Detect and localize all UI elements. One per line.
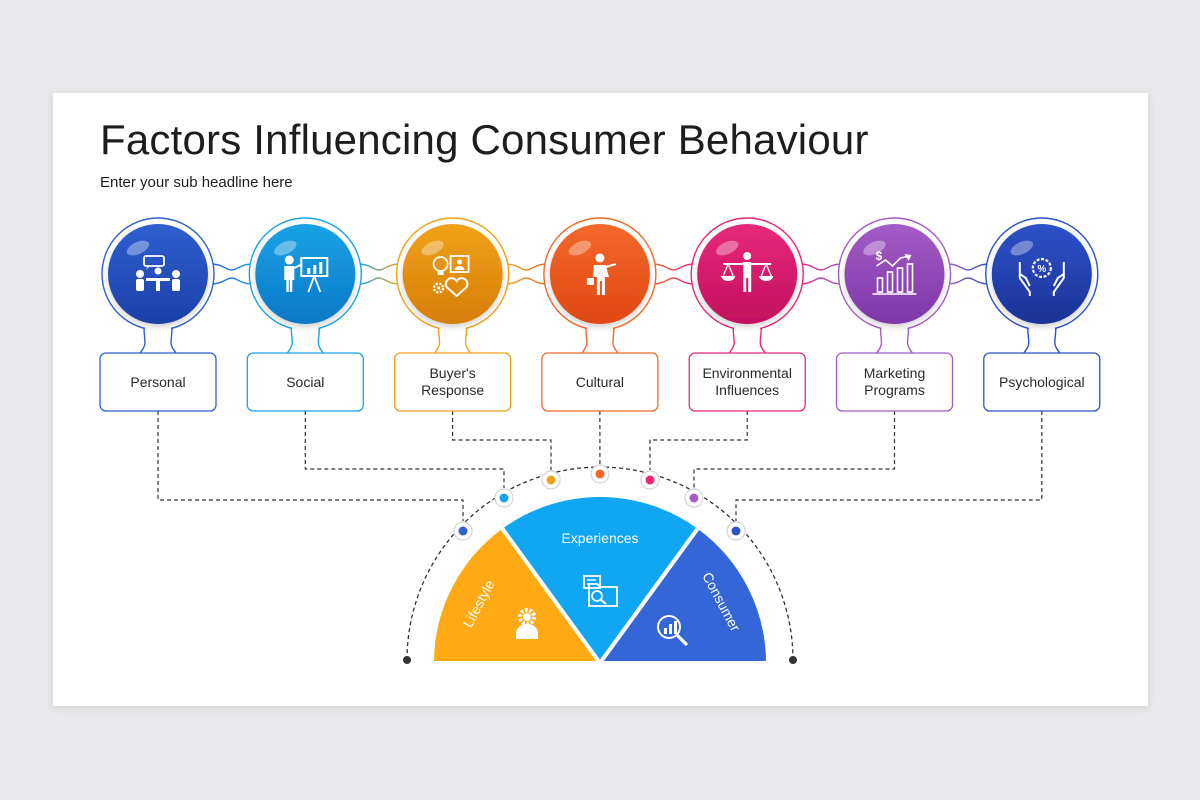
factor-label-box — [246, 352, 364, 412]
factor-node-cultural — [541, 217, 659, 412]
dashed-connector — [452, 411, 552, 470]
factor-label-marketing-programs: Marketing Programs — [863, 365, 926, 398]
gloss-highlight — [863, 240, 886, 256]
hub-dot-psychological — [726, 521, 746, 541]
factor-node-social — [246, 217, 364, 412]
gloss-highlight — [716, 240, 739, 256]
page-subtitle: Enter your sub headline here — [100, 174, 293, 191]
person-gear-icon — [516, 608, 538, 639]
page-title: Factors Influencing Consumer Behaviour — [100, 116, 869, 163]
circle-link-line — [946, 277, 990, 285]
hub-dot-buyer-s-response — [541, 470, 561, 490]
svg-text:%: % — [1037, 264, 1046, 275]
factor-stem — [286, 327, 324, 354]
factor-stem — [139, 327, 177, 354]
factor-label-buyer-s-response: Buyer's Response — [421, 365, 485, 398]
gloss-highlight — [421, 240, 444, 256]
segment-lifestyle — [430, 525, 602, 665]
factor-disc — [255, 224, 356, 324]
presentation-board-icon — [284, 255, 329, 293]
gloss-highlight — [1010, 240, 1033, 256]
factor-label-cultural: Cultural — [575, 373, 625, 390]
circle-link-line — [209, 263, 254, 271]
factor-node-environmental-influences — [688, 217, 806, 412]
gloss-highlight — [274, 240, 297, 256]
dashed-connector — [304, 411, 505, 488]
factor-label-box — [541, 352, 659, 412]
circle-link-line — [504, 263, 548, 271]
hands-percent-icon: % — [1018, 257, 1065, 296]
growth-chart-icon: $ — [872, 249, 917, 295]
factor-stem — [875, 327, 914, 354]
factor-stem — [581, 327, 619, 354]
folder-search-icon — [583, 575, 618, 607]
svg-text:$: $ — [876, 249, 883, 263]
dashed-connector — [693, 411, 896, 488]
segment-wedge — [430, 525, 602, 665]
factor-disc — [402, 224, 503, 324]
magnifier-chart-icon — [657, 615, 688, 646]
circle-link-line — [651, 263, 696, 271]
factor-stem — [434, 327, 472, 354]
factor-label-social: Social — [286, 373, 325, 390]
factor-label-psychological: Psychological — [998, 373, 1085, 390]
factor-node-marketing-programs: $ — [835, 217, 954, 412]
segment-label-experiences: Experiences — [561, 530, 638, 546]
factor-node-psychological: % — [983, 217, 1101, 412]
dashed-connector — [649, 411, 748, 470]
factor-disc — [991, 224, 1092, 324]
hub-dot-social — [494, 488, 514, 508]
gloss-highlight — [126, 240, 150, 256]
factor-node-personal — [99, 217, 217, 412]
gloss-highlight — [568, 240, 592, 256]
factor-label-personal: Personal — [130, 373, 186, 390]
factor-label-box — [835, 352, 954, 412]
factor-label-box — [983, 352, 1101, 412]
factor-label-box — [688, 352, 806, 412]
segment-consumer — [598, 525, 770, 665]
arc-end-dot — [789, 656, 797, 664]
factor-stem — [1023, 327, 1061, 354]
hub-dot-marketing-programs — [684, 488, 704, 508]
circle-link-line — [357, 263, 401, 271]
factor-stem — [728, 327, 766, 354]
hub-dot-cultural — [590, 464, 610, 484]
circle-link-line — [504, 277, 548, 285]
circle-link-line — [799, 277, 843, 285]
circle-link-line — [799, 263, 843, 271]
businesswoman-icon — [586, 253, 617, 295]
circle-link-line — [209, 277, 254, 285]
hub-dot-personal — [453, 521, 473, 541]
circle-link-line — [946, 263, 990, 271]
scales-balance-icon — [721, 252, 774, 292]
factor-label-box — [393, 352, 512, 412]
factor-node-buyer-s-response — [393, 217, 512, 412]
circle-link-line — [357, 277, 401, 285]
factor-label-environmental-influences: Environmental Influences — [702, 365, 792, 398]
factor-disc — [844, 224, 945, 324]
arc-end-dot — [403, 656, 411, 664]
factor-label-box — [99, 352, 217, 412]
idea-heart-gear-icon — [432, 255, 470, 298]
dashed-connector — [157, 411, 464, 521]
segment-wedge — [598, 525, 770, 665]
hub-dot-environmental-influences — [640, 470, 660, 490]
circle-link-line — [651, 277, 696, 285]
meeting-people-icon — [136, 255, 180, 291]
dashed-connector — [735, 411, 1043, 521]
